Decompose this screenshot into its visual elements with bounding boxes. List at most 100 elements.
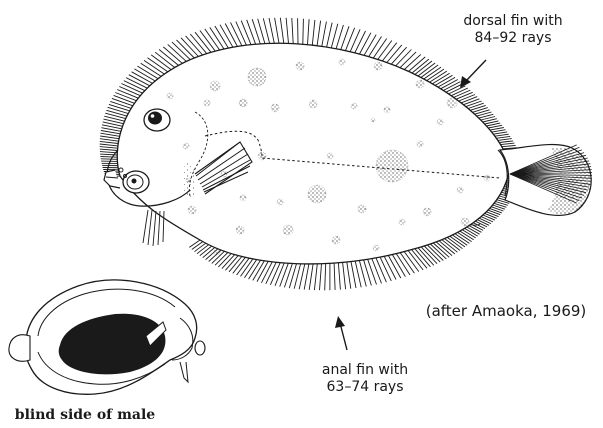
upper-eye-glint xyxy=(151,114,155,118)
anal-fin-ray xyxy=(200,246,212,256)
dorsal-fin-ray xyxy=(461,97,477,103)
dorsal-fin-arrow xyxy=(460,60,486,88)
dorsal-fin-ray xyxy=(382,43,397,61)
body-spot xyxy=(371,118,375,122)
dorsal-fin-ray xyxy=(360,33,371,54)
dorsal-fin-ray xyxy=(100,136,119,139)
anal-fin-arrow xyxy=(335,316,347,350)
anal-fin-ray xyxy=(485,213,497,218)
dorsal-fin-ray xyxy=(501,143,515,145)
body-spot xyxy=(358,205,366,213)
dorsal-fin-ray xyxy=(275,18,279,44)
dorsal-fin-ray xyxy=(499,141,513,143)
dorsal-fin-ray xyxy=(488,125,502,128)
anal-fin-ray xyxy=(270,263,280,285)
dorsal-fin-ray xyxy=(364,35,376,56)
anal-fin-ray xyxy=(427,245,443,261)
anal-fin-ray xyxy=(372,259,382,284)
anal-fin-ray xyxy=(436,242,452,256)
anal-fin-ray xyxy=(483,215,495,220)
anal-fin-ray xyxy=(430,244,446,259)
anal-fin-ray xyxy=(347,262,351,289)
anal-fin-ray xyxy=(261,262,272,283)
anal-fin-label-line2: 63–74 rays xyxy=(300,379,430,396)
body-spot xyxy=(423,208,431,216)
dorsal-fin-ray xyxy=(373,39,386,59)
body-spot xyxy=(248,68,266,86)
dorsal-fin-ray xyxy=(391,47,406,64)
anal-fin-ray xyxy=(475,221,487,227)
anal-fin-ray xyxy=(415,249,431,267)
dorsal-fin-ray xyxy=(459,95,475,102)
dorsal-fin-ray xyxy=(263,18,269,43)
body-spot xyxy=(283,225,293,235)
inset-tail xyxy=(9,335,30,362)
body-spot xyxy=(296,62,304,70)
dorsal-fin-ray xyxy=(247,20,256,44)
anal-fin-ray xyxy=(486,212,498,217)
dorsal-fin-ray xyxy=(100,144,118,146)
dorsal-fin-label: dorsal fin with 84–92 rays xyxy=(448,13,578,47)
dorsal-fin-ray xyxy=(108,107,129,113)
anal-fin-ray xyxy=(284,264,292,288)
anal-fin-ray xyxy=(192,242,203,250)
body-spot xyxy=(327,153,333,159)
inset-caption: blind side of male xyxy=(0,407,170,424)
dorsal-fin-ray xyxy=(387,45,402,63)
dorsal-fin-ray xyxy=(225,24,237,47)
anal-fin-ray xyxy=(343,262,346,289)
body-spot xyxy=(437,119,443,125)
dorsal-fin-ray xyxy=(350,29,360,51)
inset-eye xyxy=(195,341,205,355)
inset-pelvic xyxy=(180,362,188,382)
dorsal-fin-ray xyxy=(109,104,130,111)
dorsal-fin-ray xyxy=(231,22,242,45)
dorsal-fin-ray xyxy=(355,31,366,53)
anal-fin-ray xyxy=(314,264,317,290)
dorsal-fin-ray xyxy=(502,145,516,146)
body-spot xyxy=(351,103,357,109)
anal-fin-label-line1: anal fin with xyxy=(300,362,430,379)
dorsal-fin-ray xyxy=(100,139,119,142)
anal-fin-ray xyxy=(351,262,356,289)
dorsal-fin-ray xyxy=(269,18,274,43)
body-spot xyxy=(258,152,266,160)
body-spot xyxy=(373,245,379,251)
dorsal-fin-ray xyxy=(241,21,251,45)
dorsal-fin-ray xyxy=(327,23,333,47)
body-spot xyxy=(167,93,173,99)
anal-fin-ray xyxy=(275,263,284,286)
dorsal-fin-ray xyxy=(322,22,327,47)
body-spot xyxy=(417,141,423,147)
anal-fin-ray xyxy=(338,263,340,290)
anal-fin-ray xyxy=(376,258,386,282)
dorsal-fin-ray xyxy=(220,25,233,48)
body-spot xyxy=(484,175,490,181)
anal-fin-ray xyxy=(479,218,491,223)
dorsal-fin-ray xyxy=(317,21,321,46)
dorsal-fin-ray xyxy=(369,37,382,57)
dorsal-fin-ray xyxy=(280,18,284,44)
anal-fin-ray xyxy=(280,263,289,286)
anal-fin-ray xyxy=(493,205,505,209)
dorsal-fin-ray xyxy=(100,157,117,158)
dorsal-fin-ray xyxy=(456,92,473,99)
dorsal-fin-ray xyxy=(100,141,118,143)
anal-fin-label: anal fin with 63–74 rays xyxy=(300,362,430,396)
dorsal-fin-ray xyxy=(104,116,124,121)
dorsal-fin-ray xyxy=(100,147,118,149)
body-spot xyxy=(204,100,210,106)
body-spot xyxy=(457,187,463,193)
credit-label: (after Amaoka, 1969) xyxy=(408,303,603,320)
anal-fin-ray xyxy=(491,207,503,211)
dorsal-fin-ray xyxy=(100,152,117,153)
anal-fin-ray xyxy=(473,223,485,229)
dorsal-fin-ray xyxy=(466,101,482,107)
body-spot xyxy=(332,236,340,244)
body-spot xyxy=(339,59,345,65)
dorsal-fin-ray xyxy=(101,159,118,160)
dorsal-fin-ray xyxy=(498,139,512,141)
body-spot xyxy=(374,62,382,70)
body-spot xyxy=(416,80,424,88)
dorsal-fin-ray xyxy=(100,149,118,150)
